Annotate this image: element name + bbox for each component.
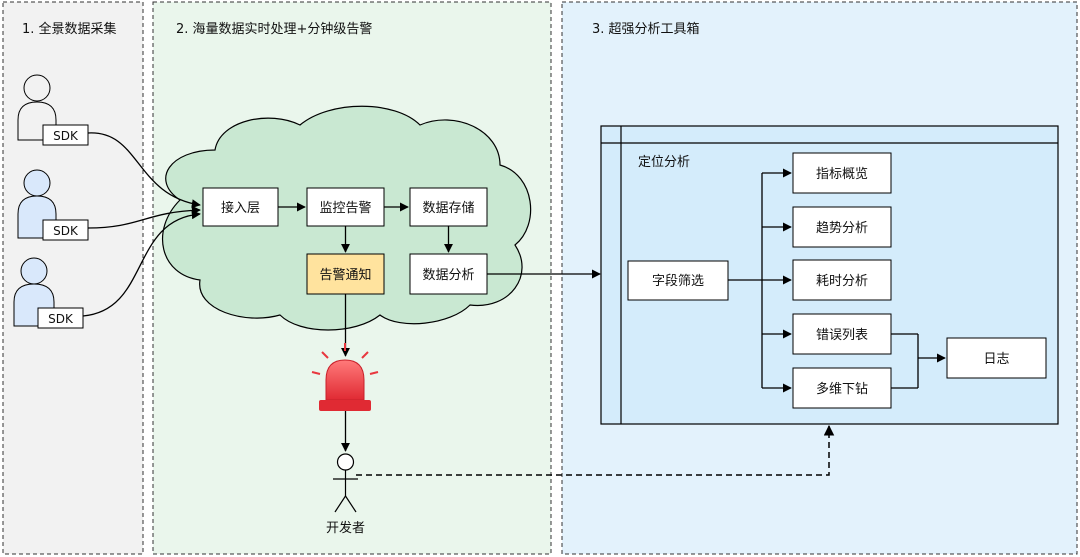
sdk-box-2 xyxy=(42,219,89,241)
user-2-icon xyxy=(17,169,57,239)
section-process-title: 2. 海量数据实时处理+分钟级告警 xyxy=(176,21,372,37)
node-trend-analysis xyxy=(792,206,892,248)
node-error-list-label: 错误列表 xyxy=(816,328,868,343)
node-trend-analysis-label: 趋势分析 xyxy=(816,220,868,236)
section-analysis-title: 3. 超强分析工具箱 xyxy=(592,21,700,37)
node-access-layer-label: 接入层 xyxy=(221,200,260,216)
toolbox-title: 定位分析 xyxy=(638,155,690,170)
log-merge-arrows xyxy=(891,333,946,389)
node-latency-analysis xyxy=(792,259,892,301)
sdk-label-3: SDK xyxy=(48,312,74,326)
node-data-storage-label: 数据存储 xyxy=(422,201,474,216)
arrow-developer-toolbox xyxy=(356,424,835,476)
developer-label: 开发者 xyxy=(326,520,365,536)
node-log-label: 日志 xyxy=(983,352,1009,367)
node-latency-analysis-label: 耗时分析 xyxy=(816,274,868,289)
alarm-light-icon xyxy=(311,343,379,411)
arrow-sdk2-access xyxy=(87,205,201,229)
user-3-icon xyxy=(13,257,55,327)
node-monitor-alert-label: 监控告警 xyxy=(319,200,371,216)
sdk-box-3 xyxy=(37,307,84,329)
node-metric-overview xyxy=(792,152,892,194)
node-log xyxy=(946,337,1047,379)
sdk-label-2: SDK xyxy=(53,224,79,238)
node-alert-notify-label: 告警通知 xyxy=(319,267,371,283)
node-field-filter xyxy=(627,260,729,301)
node-data-analysis-label: 数据分析 xyxy=(422,268,474,283)
node-alert-notify xyxy=(306,253,385,295)
node-monitor-alert xyxy=(306,187,385,227)
section-collect-title: 1. 全景数据采集 xyxy=(22,21,117,37)
node-field-filter-label: 字段筛选 xyxy=(652,274,704,289)
arrow-sdk3-access xyxy=(82,210,201,317)
arrow-sdk1-access xyxy=(87,132,201,209)
node-multi-drilldown-label: 多维下钻 xyxy=(816,381,868,397)
node-data-storage xyxy=(409,187,488,227)
sdk-box-1 xyxy=(42,124,89,146)
sdk-label-1: SDK xyxy=(53,129,79,143)
node-multi-drilldown xyxy=(792,367,892,409)
filter-fanout-arrows xyxy=(728,168,792,393)
node-error-list xyxy=(792,313,892,355)
node-metric-overview-label: 指标概览 xyxy=(816,166,868,182)
developer-icon xyxy=(333,453,358,513)
